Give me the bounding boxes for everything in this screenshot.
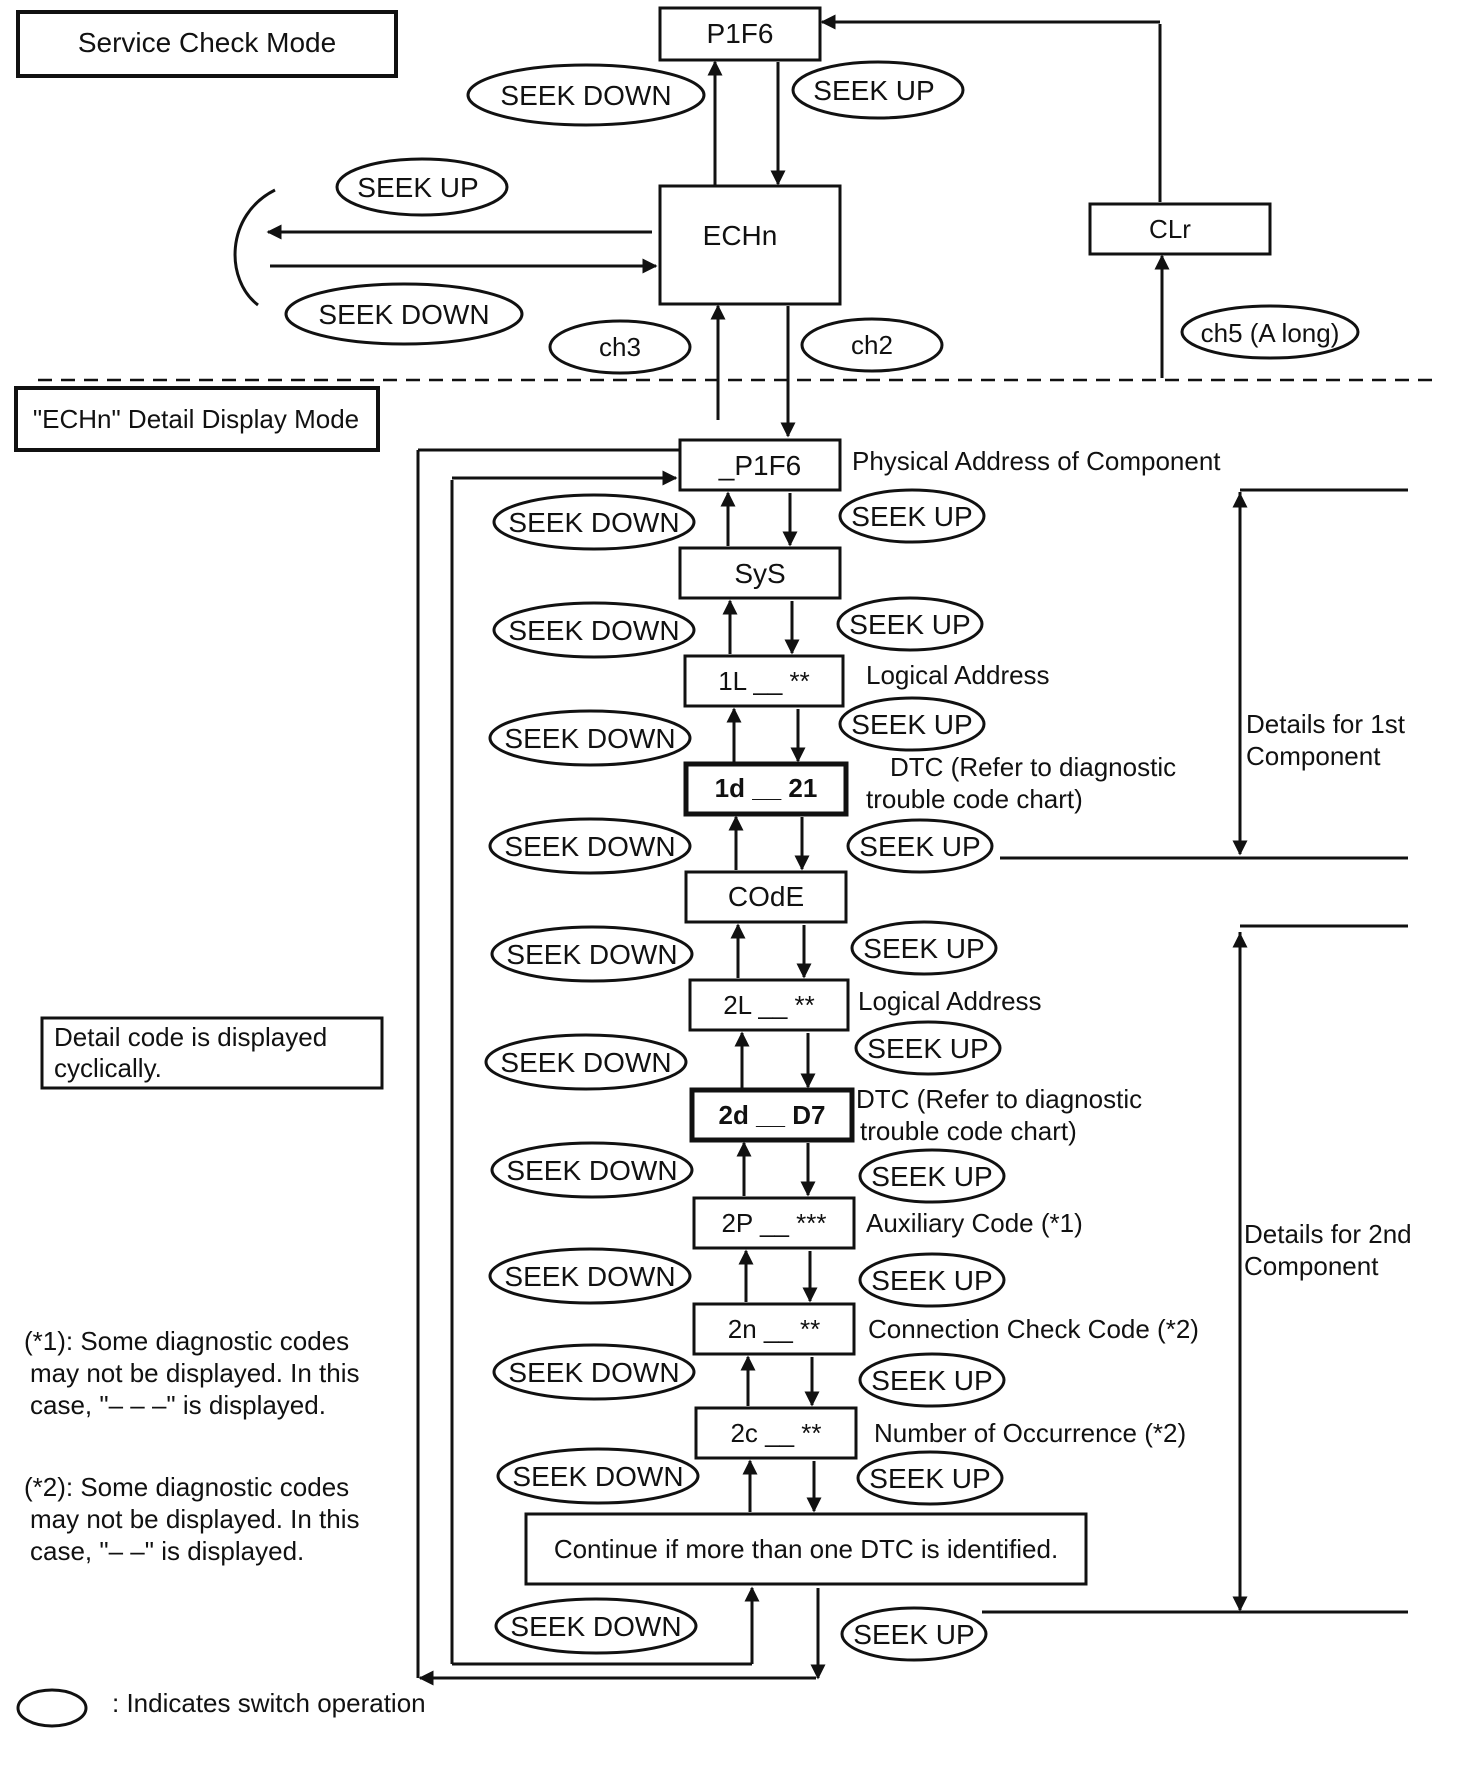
sw-seek-down-7: SEEK DOWN: [506, 1155, 677, 1186]
sw-seek-down-9: SEEK DOWN: [508, 1357, 679, 1388]
sw-seek-up-echn: SEEK UP: [357, 172, 478, 203]
label-number-occurrence: Number of Occurrence (*2): [874, 1418, 1186, 1448]
state-1l-label: 1L __ **: [718, 666, 810, 696]
state-continue: [524, 1512, 1088, 1586]
state-2c: [694, 1406, 858, 1460]
state-code-label: COdE: [728, 881, 804, 912]
detail-mode-box: [14, 386, 380, 452]
state-1d: [683, 761, 849, 817]
note-1-line2: may not be displayed. In this: [30, 1358, 360, 1388]
state-clr-label: CLr: [1149, 214, 1191, 244]
note-1-line3: case, "– – –" is displayed.: [30, 1390, 326, 1420]
state-p1f6-label: P1F6: [707, 18, 774, 49]
legend-text: : Indicates switch operation: [112, 1688, 426, 1718]
state-p1f6-detail-label: _P1F6: [718, 450, 802, 481]
sw-seek-down-top: SEEK DOWN: [500, 80, 671, 111]
label-logical-address-1: Logical Address: [866, 660, 1050, 690]
sw-seek-up-1: SEEK UP: [851, 501, 972, 532]
label-dtc-1-line1: DTC (Refer to diagnostic: [890, 752, 1176, 782]
sw-seek-up-6: SEEK UP: [867, 1033, 988, 1064]
sw-ch2: ch2: [851, 330, 893, 360]
label-connection-check: Connection Check Code (*2): [868, 1314, 1199, 1344]
state-echn: [658, 184, 842, 306]
state-sys: [678, 546, 842, 600]
sw-seek-down-5: SEEK DOWN: [506, 939, 677, 970]
state-2c-label: 2c __ **: [730, 1418, 821, 1448]
sw-seek-up-8: SEEK UP: [871, 1265, 992, 1296]
sw-seek-up-2: SEEK UP: [849, 609, 970, 640]
state-2p: [692, 1196, 856, 1250]
state-2l: [688, 978, 850, 1032]
label-details-1st-line1: Details for 1st: [1246, 709, 1406, 739]
note-cyclic-line1: Detail code is displayed: [54, 1022, 327, 1052]
service-check-mode-box: [16, 10, 398, 78]
sw-seek-down-11: SEEK DOWN: [510, 1611, 681, 1642]
sw-seek-down-3: SEEK DOWN: [504, 723, 675, 754]
note-2-line2: may not be displayed. In this: [30, 1504, 360, 1534]
sw-seek-down-2: SEEK DOWN: [508, 615, 679, 646]
state-1l: [683, 654, 845, 708]
state-2p-label: 2P __ ***: [721, 1208, 826, 1238]
state-code: [684, 870, 848, 924]
sw-seek-down-echn: SEEK DOWN: [318, 299, 489, 330]
sw-seek-up-top: SEEK UP: [813, 75, 934, 106]
sw-seek-up-3: SEEK UP: [851, 709, 972, 740]
sw-ch5: ch5 (A long): [1201, 318, 1340, 348]
sw-seek-down-4: SEEK DOWN: [504, 831, 675, 862]
label-details-1st-line2: Component: [1246, 741, 1381, 771]
service-check-mode-title: Service Check Mode: [78, 27, 336, 58]
state-continue-label: Continue if more than one DTC is identif…: [554, 1534, 1058, 1564]
legend-ellipse-icon: [16, 1688, 88, 1728]
sw-seek-up-7: SEEK UP: [871, 1161, 992, 1192]
state-p1f6: [658, 6, 822, 62]
state-2d-label: 2d __ D7: [719, 1100, 826, 1130]
state-2n-label: 2n __ **: [728, 1314, 821, 1344]
sw-ch3: ch3: [599, 332, 641, 362]
state-sys-label: SyS: [734, 558, 785, 589]
label-logical-address-2: Logical Address: [858, 986, 1042, 1016]
sw-seek-down-6: SEEK DOWN: [500, 1047, 671, 1078]
label-details-2nd-line1: Details for 2nd: [1244, 1219, 1412, 1249]
state-echn-label: ECHn: [703, 220, 778, 251]
note-2-line3: case, "– –" is displayed.: [30, 1536, 304, 1566]
state-1d-label: 1d __ 21: [715, 773, 818, 803]
sw-seek-down-1: SEEK DOWN: [508, 507, 679, 538]
label-details-2nd-line2: Component: [1244, 1251, 1379, 1281]
state-2l-label: 2L __ **: [723, 990, 815, 1020]
note-cyclic-line2: cyclically.: [54, 1053, 162, 1083]
sw-seek-up-9: SEEK UP: [871, 1365, 992, 1396]
label-physical-address: Physical Address of Component: [852, 446, 1221, 476]
state-clr: [1088, 202, 1272, 256]
sw-seek-down-10: SEEK DOWN: [512, 1461, 683, 1492]
label-auxiliary-code: Auxiliary Code (*1): [866, 1208, 1083, 1238]
state-2d: [689, 1087, 855, 1143]
label-dtc-2-line1: DTC (Refer to diagnostic: [856, 1084, 1142, 1114]
sw-seek-up-5: SEEK UP: [863, 933, 984, 964]
note-cyclic-box: [40, 1016, 384, 1090]
label-dtc-2-line2: trouble code chart): [860, 1116, 1077, 1146]
sw-seek-down-8: SEEK DOWN: [504, 1261, 675, 1292]
note-2-line1: (*2): Some diagnostic codes: [24, 1472, 349, 1502]
state-2n: [692, 1302, 856, 1356]
state-p1f6-detail: [678, 438, 842, 492]
sw-seek-up-4: SEEK UP: [859, 831, 980, 862]
sw-seek-up-10: SEEK UP: [869, 1463, 990, 1494]
sw-seek-up-11: SEEK UP: [853, 1619, 974, 1650]
note-1-line1: (*1): Some diagnostic codes: [24, 1326, 349, 1356]
label-dtc-1-line2: trouble code chart): [866, 784, 1083, 814]
detail-mode-title: "ECHn" Detail Display Mode: [33, 404, 359, 434]
